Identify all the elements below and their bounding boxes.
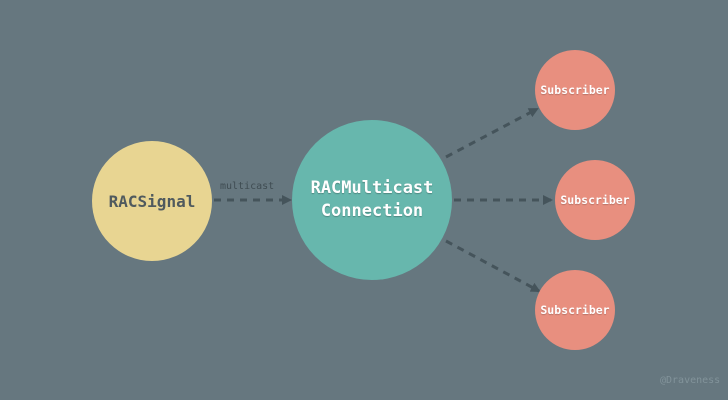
multicast-connection-label: RACMulticast Connection bbox=[310, 178, 434, 221]
edge-to-subscriber-3 bbox=[445, 239, 541, 293]
subscriber-node-1: Subscriber bbox=[535, 50, 615, 130]
racsignal-label: RACSignal bbox=[108, 191, 196, 211]
subscriber-label-1: Subscriber bbox=[540, 83, 610, 97]
subscriber-node-2: Subscriber bbox=[555, 160, 635, 240]
racsignal-node: RACSignal bbox=[92, 141, 212, 261]
subscriber-label-2: Subscriber bbox=[560, 193, 630, 207]
author-watermark: @Draveness bbox=[660, 375, 721, 386]
multicast-connection-node: RACMulticast Connection bbox=[292, 120, 452, 280]
subscriber-node-3: Subscriber bbox=[535, 270, 615, 350]
edge-to-subscriber-1 bbox=[445, 107, 539, 159]
subscriber-label-3: Subscriber bbox=[540, 303, 610, 317]
multicast-edge-label: multicast bbox=[220, 181, 275, 192]
